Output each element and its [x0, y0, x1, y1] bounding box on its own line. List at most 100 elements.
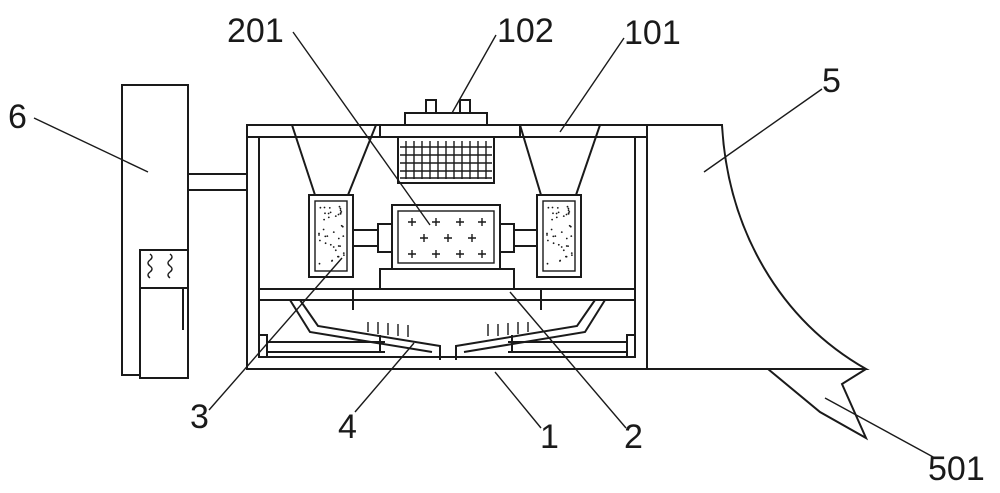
speckle-dot [318, 234, 320, 236]
component-6-side-box [121, 84, 189, 379]
leader-lines [33, 31, 936, 459]
component-5-plow-blade [646, 124, 870, 370]
component-101-mesh-block [397, 136, 495, 184]
speckle-dot [329, 243, 332, 246]
speckle-dot [571, 254, 573, 256]
plus-mark [478, 250, 486, 258]
leader-5 [703, 88, 823, 173]
speckle-dot [334, 215, 337, 218]
label-501: 501 [928, 450, 985, 488]
speckle-dot [551, 218, 553, 221]
component-201-motor [391, 204, 501, 270]
plus-mark [456, 218, 464, 226]
leader-101 [559, 37, 625, 133]
speckle-dot [339, 207, 342, 210]
speckle-dot [567, 212, 570, 215]
plus-mark [468, 234, 476, 242]
speckle-dot [337, 213, 340, 216]
speckle-dot [560, 246, 563, 248]
speckle-dot [337, 237, 340, 240]
speckle-dot [557, 243, 560, 246]
speckle-dot [567, 209, 570, 212]
speckle-dot [343, 254, 345, 256]
speckle-dot [565, 245, 568, 247]
component-2-base-plate [259, 268, 635, 310]
speckle-dot [341, 225, 344, 228]
component-501-blade-tip [767, 368, 869, 441]
speckle-dot [329, 211, 332, 214]
speckle-dot [557, 211, 560, 214]
speckle-dot [332, 231, 335, 234]
drum-right [536, 194, 582, 278]
speckle-dot [327, 216, 330, 219]
speckle-dot [338, 205, 341, 208]
label-102: 102 [497, 12, 554, 50]
speckle-dot [552, 242, 555, 245]
speckle-dot [342, 252, 345, 255]
speckle-dot [569, 225, 572, 228]
speckle-dot [319, 239, 321, 242]
speckle-dot [318, 262, 321, 265]
leader-6 [33, 117, 149, 173]
speckle-dot [337, 255, 339, 258]
label-6: 6 [8, 98, 27, 136]
speckle-dot [560, 231, 563, 234]
speckle-dot [547, 239, 549, 242]
speckle-dot [322, 228, 325, 231]
label-201: 201 [227, 12, 284, 50]
leader-1 [494, 371, 542, 429]
speckle-dot [324, 212, 326, 215]
connector-rod [188, 173, 247, 191]
speckle-dot [554, 235, 557, 238]
leader-201 [292, 31, 431, 226]
leader-3 [208, 257, 343, 411]
part-labels: 201 102 101 5 6 3 4 1 2 501 [8, 12, 985, 488]
label-3: 3 [190, 398, 209, 436]
speckle-dot [327, 212, 330, 215]
plus-mark [432, 218, 440, 226]
speckle-dot [339, 209, 342, 212]
speckle-dot [547, 206, 550, 209]
label-101: 101 [624, 14, 681, 52]
label-2: 2 [624, 418, 643, 456]
speckle-dot [556, 207, 559, 209]
speckle-dot [337, 245, 340, 247]
speckle-dot [559, 260, 561, 262]
axles [353, 223, 537, 253]
leader-102 [451, 34, 497, 114]
speckle-dot [565, 237, 568, 240]
speckle-dot [332, 246, 335, 248]
speckle-dot [562, 249, 565, 252]
speckle-dot [339, 245, 341, 248]
label-4: 4 [338, 408, 357, 446]
speckle-dot [550, 228, 553, 231]
speckle-dot [324, 242, 327, 245]
component-102-top-mount [379, 99, 521, 138]
speckle-dot [567, 245, 569, 248]
speckle-dot [562, 215, 565, 218]
label-1: 1 [540, 418, 559, 456]
plus-mark [408, 250, 416, 258]
spring-right [167, 253, 173, 279]
speckle-dot [570, 252, 573, 255]
speckle-dot [328, 207, 331, 209]
funnel-right [519, 124, 601, 196]
speckle-dot [570, 235, 573, 238]
speckle-dot [555, 212, 558, 215]
drum-left [308, 194, 354, 278]
speckle-dot [323, 206, 326, 209]
speckle-dot [546, 262, 549, 265]
speckle-dot [331, 260, 333, 262]
component-4-chute-right [455, 299, 606, 360]
bottom-bars [258, 334, 636, 358]
speckle-dot [324, 235, 327, 238]
leader-4 [354, 342, 415, 413]
speckle-dot [565, 213, 568, 216]
speckle-dot [334, 249, 337, 252]
funnel-left [291, 124, 377, 196]
spring-left [147, 253, 153, 279]
plus-mark [408, 218, 416, 226]
plus-mark [444, 234, 452, 242]
speckle-dot [552, 212, 554, 215]
